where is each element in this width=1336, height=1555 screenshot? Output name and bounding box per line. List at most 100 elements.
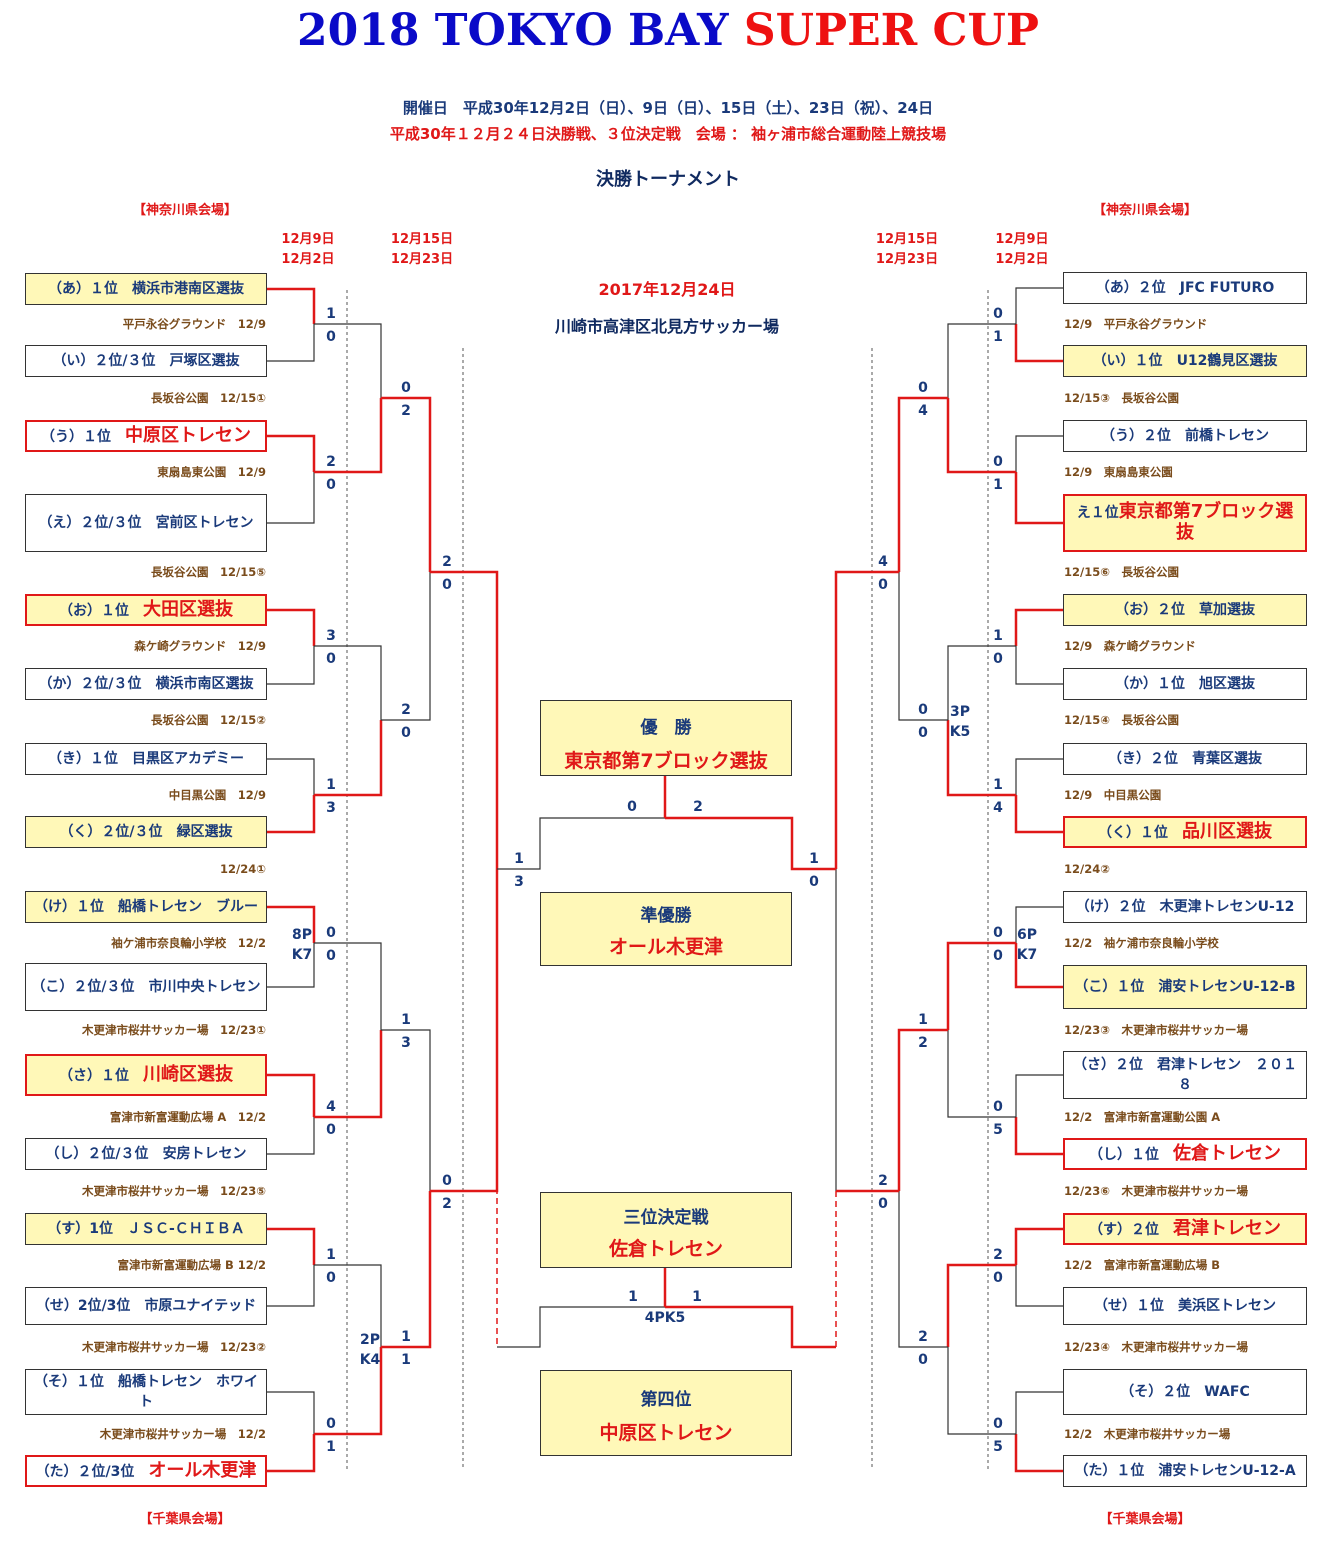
- score-l1-2-a: 2: [326, 454, 336, 470]
- bracket-line: [1015, 1265, 1063, 1307]
- score-l2-4-b: 1: [401, 1352, 411, 1368]
- team-left-8: （く）２位/３位 緑区選抜: [25, 816, 267, 848]
- score-r2-1-b: 4: [918, 403, 928, 419]
- score-r2-2-a: 0: [918, 702, 928, 718]
- bracket-line: [665, 816, 836, 871]
- venue-right-9: 12/2 袖ケ浦市奈良輪小学校: [1064, 936, 1219, 950]
- fourth-place-title: 第四位: [640, 1390, 692, 1410]
- score-l1-5-b: 0: [326, 948, 336, 964]
- bracket-line: [267, 905, 316, 943]
- bracket-line: [267, 1117, 315, 1155]
- team-left-6: （か）２位/３位 横浜市南区選抜: [25, 668, 267, 700]
- venue-right-6: 12/15④ 長坂谷公園: [1064, 713, 1179, 727]
- bracket-line: [497, 1306, 665, 1348]
- venue-left-1: 平戸永谷グラウンド 12/9: [122, 317, 266, 331]
- team-right-3: （う）２位 前橋トレセン: [1063, 420, 1307, 452]
- score-r1-6-b: 5: [993, 1122, 1003, 1138]
- venue-left-15: 木更津市桜井サッカー場 12/2: [99, 1427, 266, 1441]
- team-left-11: （さ）１位 川崎区選抜: [25, 1054, 267, 1096]
- bracket-line: [314, 1347, 383, 1436]
- event-dates: 開催日 平成30年12月2日（日）、9日（日）、15日（土）、23日（祝）、24…: [402, 99, 934, 117]
- team-right-1: （あ）２位 JFC FUTURO: [1063, 272, 1307, 304]
- bracket-line: [946, 941, 1016, 1030]
- venue-left-9: 袖ケ浦市奈良輪小学校 12/2: [111, 936, 266, 950]
- team-right-16: （た）１位 浦安トレセンU-12-A: [1063, 1455, 1307, 1487]
- score-r2-4-a: 2: [918, 1329, 928, 1345]
- bracket-line: [946, 1263, 1016, 1347]
- score-r1-5-b: 0: [993, 948, 1003, 964]
- score-r2-3-a: 1: [918, 1012, 928, 1028]
- bracket-line: [1014, 795, 1063, 834]
- bracket-line: [1015, 435, 1063, 472]
- bracket-line: [897, 396, 948, 572]
- bracket-line: [267, 795, 316, 834]
- team-left-1: （あ）１位 横浜市港南区選抜: [25, 273, 267, 305]
- score-l3-1-b: 0: [442, 577, 452, 593]
- score-r1-3-b: 0: [993, 651, 1003, 667]
- champion-box: 優 勝 東京都第7ブロック選抜: [540, 700, 792, 776]
- score-l3-2-b: 2: [442, 1196, 452, 1212]
- venue-left-3: 東扇島東公園 12/9: [157, 465, 266, 479]
- team-right-11: （さ）２位 君津トレセン ２０１８: [1063, 1051, 1307, 1099]
- runner-up-box: 準優勝 オール木更津: [540, 892, 792, 966]
- venue-right-2: 12/15③ 長坂谷公園: [1064, 391, 1179, 405]
- score-l2-4-a: 1: [401, 1329, 411, 1345]
- third-place-team: 佐倉トレセン: [608, 1238, 723, 1260]
- score-l1-6-a: 4: [326, 1099, 336, 1115]
- venue-left-5: 森ケ崎グラウンド 12/9: [134, 639, 266, 653]
- score-l3-1-a: 2: [442, 554, 452, 570]
- score-r1-3-a: 1: [993, 628, 1003, 644]
- score-r2-2-b: 0: [918, 725, 928, 741]
- final-score-b: 2: [693, 799, 703, 815]
- bracket-line: [1015, 1074, 1063, 1117]
- bracket-line: [947, 1347, 1016, 1435]
- score-r2-4-b: 0: [918, 1352, 928, 1368]
- score-r1-1-b: 1: [993, 329, 1003, 345]
- venue-left-13: 富津市新富運動広場 B 12/2: [117, 1258, 266, 1272]
- venue-left-6: 長坂谷公園 12/15②: [151, 713, 266, 727]
- score-r2-3-b: 2: [918, 1035, 928, 1051]
- bracket-line: [947, 1030, 1016, 1118]
- team-left-13: （す）1位 ＪＳＣ-ＣＨＩＢＡ: [25, 1213, 267, 1245]
- bracket-line: [665, 1305, 836, 1349]
- venue-left-14: 木更津市桜井サッカー場 12/23②: [82, 1340, 266, 1354]
- team-left-2: （い）２位/３位 戸塚区選抜: [25, 345, 267, 377]
- score-l1-3-a: 3: [326, 628, 336, 644]
- score-r3-1-b: 0: [878, 577, 888, 593]
- venue-right-3: 12/9 東扇島東公園: [1064, 465, 1173, 479]
- team-right-15: （そ）２位 WAFC: [1063, 1369, 1307, 1415]
- bracket-line: [1014, 1434, 1063, 1473]
- venue-right-10: 12/23③ 木更津市桜井サッカー場: [1064, 1023, 1248, 1037]
- fourth-place-team: 中原区トレセン: [599, 1422, 733, 1444]
- bracket-line: [267, 758, 315, 795]
- pk-note-left-b: 2P K4: [359, 1332, 381, 1368]
- team-right-8: （く）１位 品川区選抜: [1063, 816, 1307, 848]
- pk-note-left-a: 8P K7: [291, 927, 313, 963]
- bracket-line: [497, 817, 665, 870]
- final-score-a: 0: [627, 799, 637, 815]
- bracket-line: [314, 942, 382, 1030]
- venue-right-4: 12/15⑥ 長坂谷公園: [1064, 565, 1179, 579]
- center-venue: 川崎市高津区北見方サッカー場: [554, 317, 779, 336]
- bracket-line: [267, 324, 315, 362]
- third-place-title: 三位決定戦: [623, 1208, 709, 1228]
- venue-label-left-bottom: 【千葉県会場】: [139, 1512, 231, 1527]
- team-right-6: （か）１位 旭区選抜: [1063, 668, 1307, 700]
- venue-label-left-top: 【神奈川県会場】: [132, 203, 237, 218]
- venue-right-13: 12/2 富津市新富運動広場 B: [1064, 1258, 1220, 1272]
- team-left-9: （け）１位 船橋トレセン ブルー: [25, 891, 267, 923]
- venue-left-8: 12/24①: [220, 862, 266, 876]
- bracket-line: [267, 1434, 316, 1473]
- bracket-line: [946, 398, 1016, 474]
- pk-note-right-a: 3P K5: [949, 704, 971, 740]
- bracket-line: [381, 1029, 431, 1191]
- bracket-line: [947, 645, 1016, 720]
- venue-right-11: 12/2 富津市新富運動公園 A: [1064, 1110, 1221, 1124]
- score-r1-2-b: 1: [993, 477, 1003, 493]
- center-date: 2017年12月24日: [598, 280, 736, 299]
- venue-right-14: 12/23④ 木更津市桜井サッカー場: [1064, 1340, 1248, 1354]
- bracket-line: [381, 396, 432, 572]
- runner-up-title: 準優勝: [640, 906, 692, 926]
